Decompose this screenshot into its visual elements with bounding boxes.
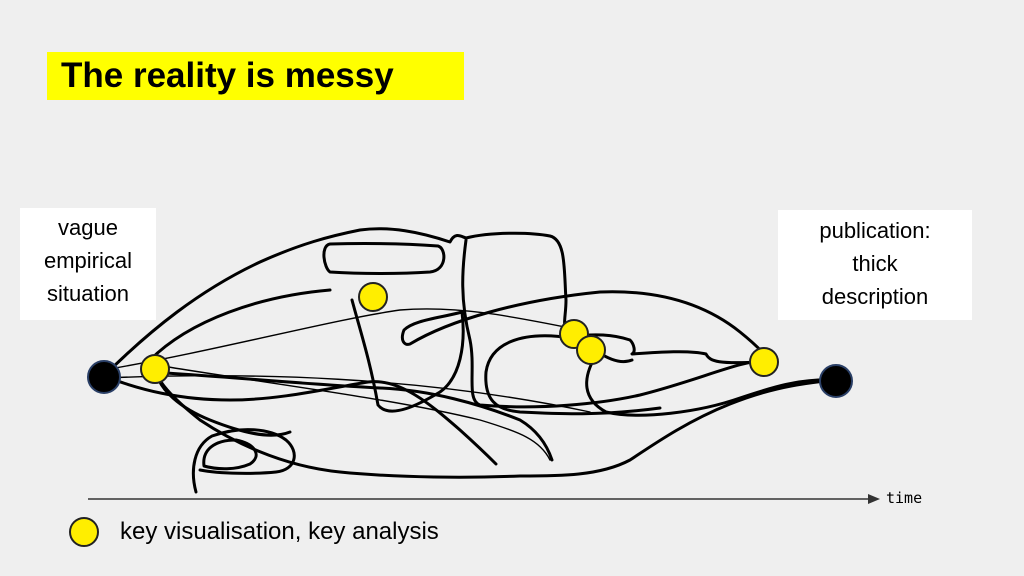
start-label-line-3: situation	[47, 281, 129, 306]
time-axis-arrowhead	[868, 494, 880, 504]
key-point	[140, 354, 170, 384]
scribble-path	[484, 334, 662, 416]
key-point	[749, 347, 779, 377]
key-point	[358, 282, 388, 312]
scribble-path	[102, 227, 468, 378]
scribble-path	[148, 288, 332, 362]
scribble-path	[154, 370, 292, 437]
scribble-path	[202, 438, 258, 471]
end-label-box: publication: thick description	[778, 210, 972, 320]
start-label-line-1: vague	[58, 215, 118, 240]
end-label-line-2: thick	[852, 251, 898, 276]
time-axis-label: time	[886, 489, 923, 507]
legend-label: key visualisation, key analysis	[120, 518, 439, 545]
slide-title: The reality is messy	[47, 52, 464, 100]
key-points	[140, 282, 779, 384]
scribble-path	[191, 428, 296, 494]
scribble-path	[461, 238, 772, 409]
scribble-path	[322, 242, 446, 275]
scribble-path	[154, 370, 838, 479]
time-axis	[88, 494, 880, 504]
scribble-path	[585, 350, 838, 417]
key-point	[576, 335, 606, 365]
end-label-line-3: description	[821, 284, 929, 309]
scribble-paths	[102, 227, 838, 494]
end-node	[819, 364, 853, 398]
legend-key-point-icon	[69, 517, 99, 547]
start-node	[87, 360, 121, 394]
scribble-path	[350, 290, 774, 413]
scribble-path	[464, 231, 574, 338]
start-label-box: vague empirical situation	[20, 208, 156, 320]
thin-path	[149, 363, 551, 461]
thin-path	[103, 308, 581, 371]
start-label-line-2: empirical	[43, 248, 133, 273]
scribble-path	[568, 333, 762, 365]
end-label-line-1: publication:	[819, 218, 931, 243]
scribble-path	[102, 374, 498, 466]
